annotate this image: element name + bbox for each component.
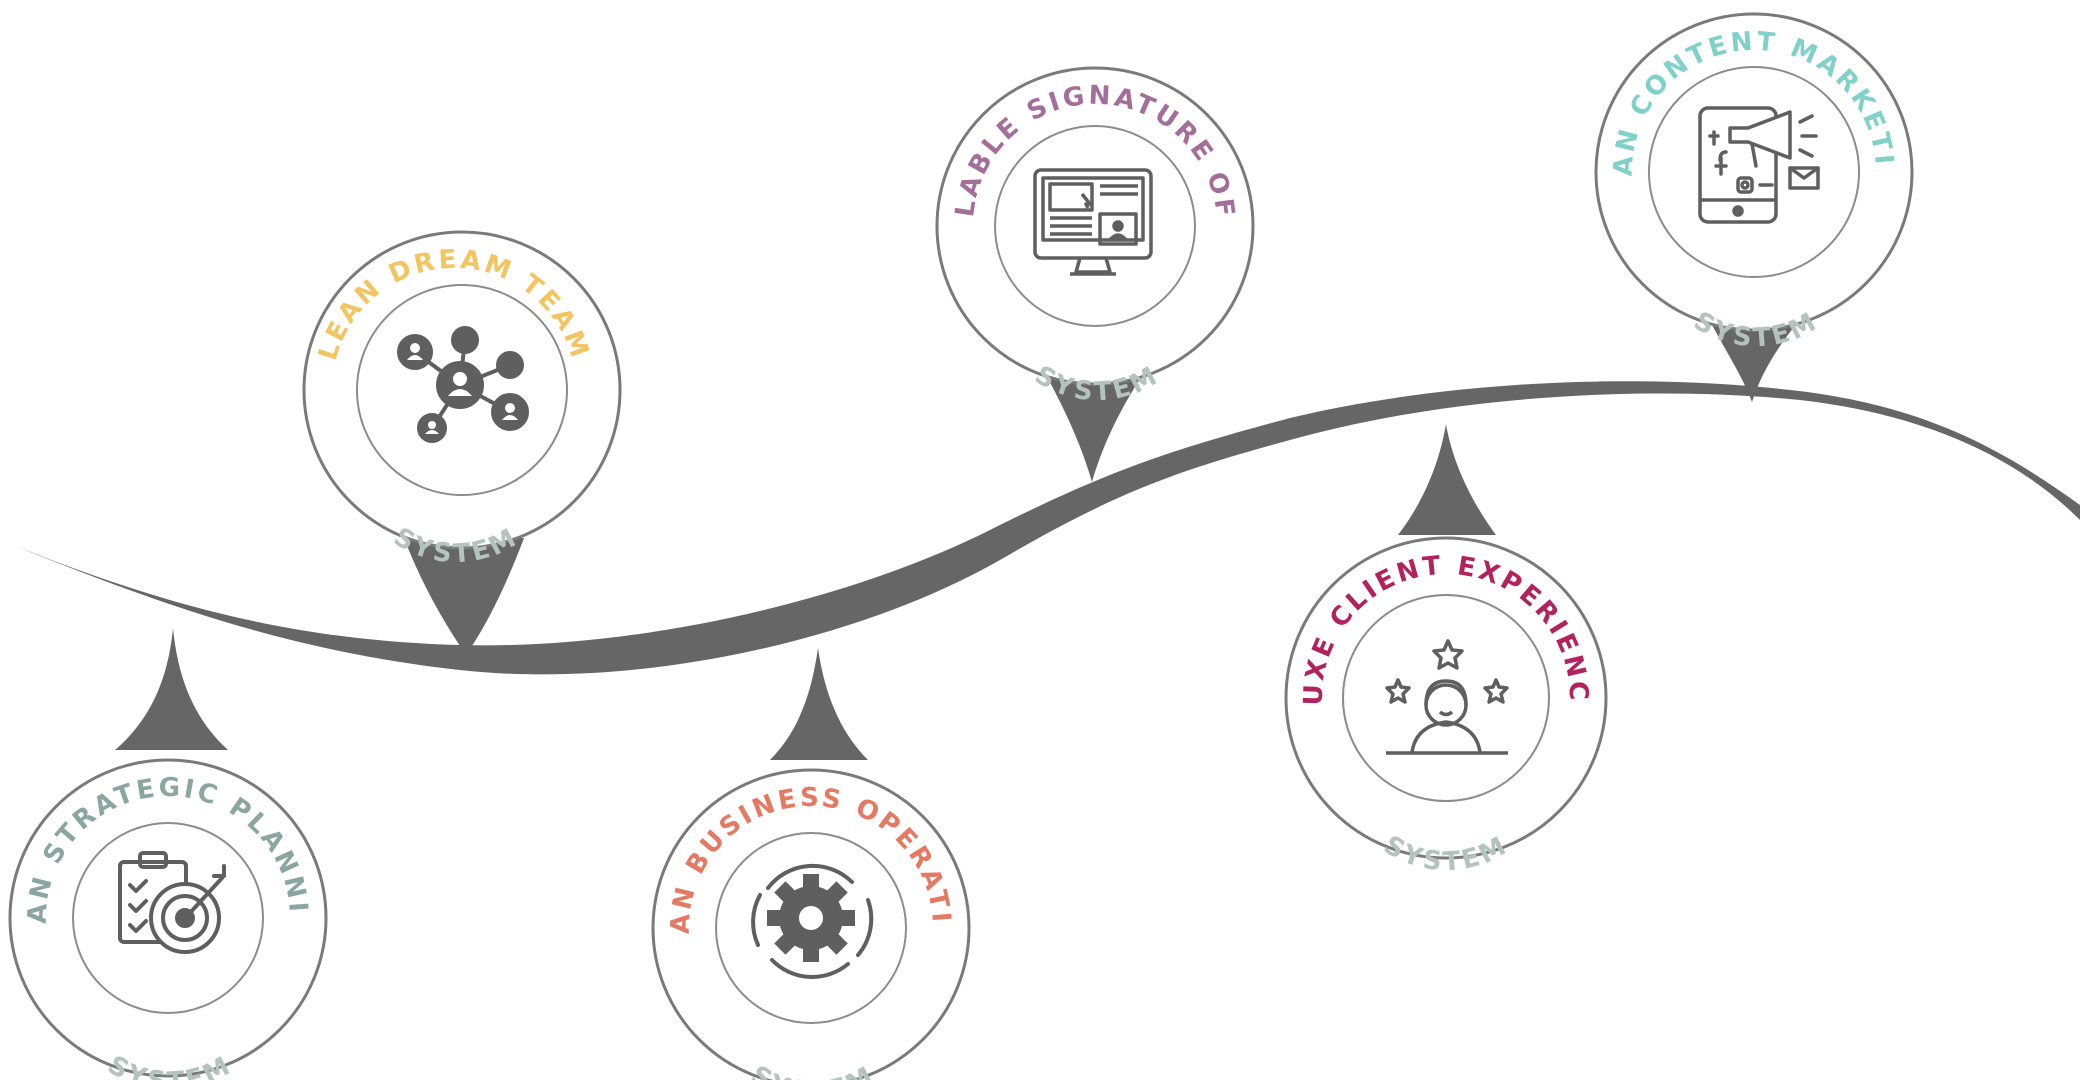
social-megaphone-icon	[1698, 106, 1820, 224]
monitor-course-icon	[1033, 168, 1153, 276]
gear-cycle-icon	[751, 863, 874, 979]
milestone-title: LEAN STRATEGIC PLANNING	[0, 0, 313, 924]
pin-stem	[770, 648, 868, 760]
team-network-icon	[397, 326, 529, 443]
inner-ring	[1342, 594, 1550, 802]
pin-stem	[1398, 424, 1496, 535]
timeline-road	[0, 381, 2080, 675]
milestone-title: LUXE CLIENT EXPERIENCE	[0, 0, 1590, 706]
milestone-lean-dream-team: LEAN DREAM TEAM SYSTEM	[302, 230, 622, 655]
clipboard-target-icon	[118, 851, 226, 954]
pin-stem	[1040, 364, 1150, 482]
milestone-lean-strategic-planning: LEAN STRATEGIC PLANNING SYSTEM	[0, 0, 328, 1080]
inner-ring	[1648, 66, 1860, 278]
pin-stem	[115, 628, 228, 750]
inner-ring	[994, 125, 1196, 327]
client-stars-icon	[1385, 639, 1509, 755]
pin-stem	[1705, 310, 1808, 402]
milestone-scalable-signature-offer: SCALABLE SIGNATURE OFFER SYSTEM	[0, 0, 1255, 482]
pin-stem	[404, 538, 524, 655]
